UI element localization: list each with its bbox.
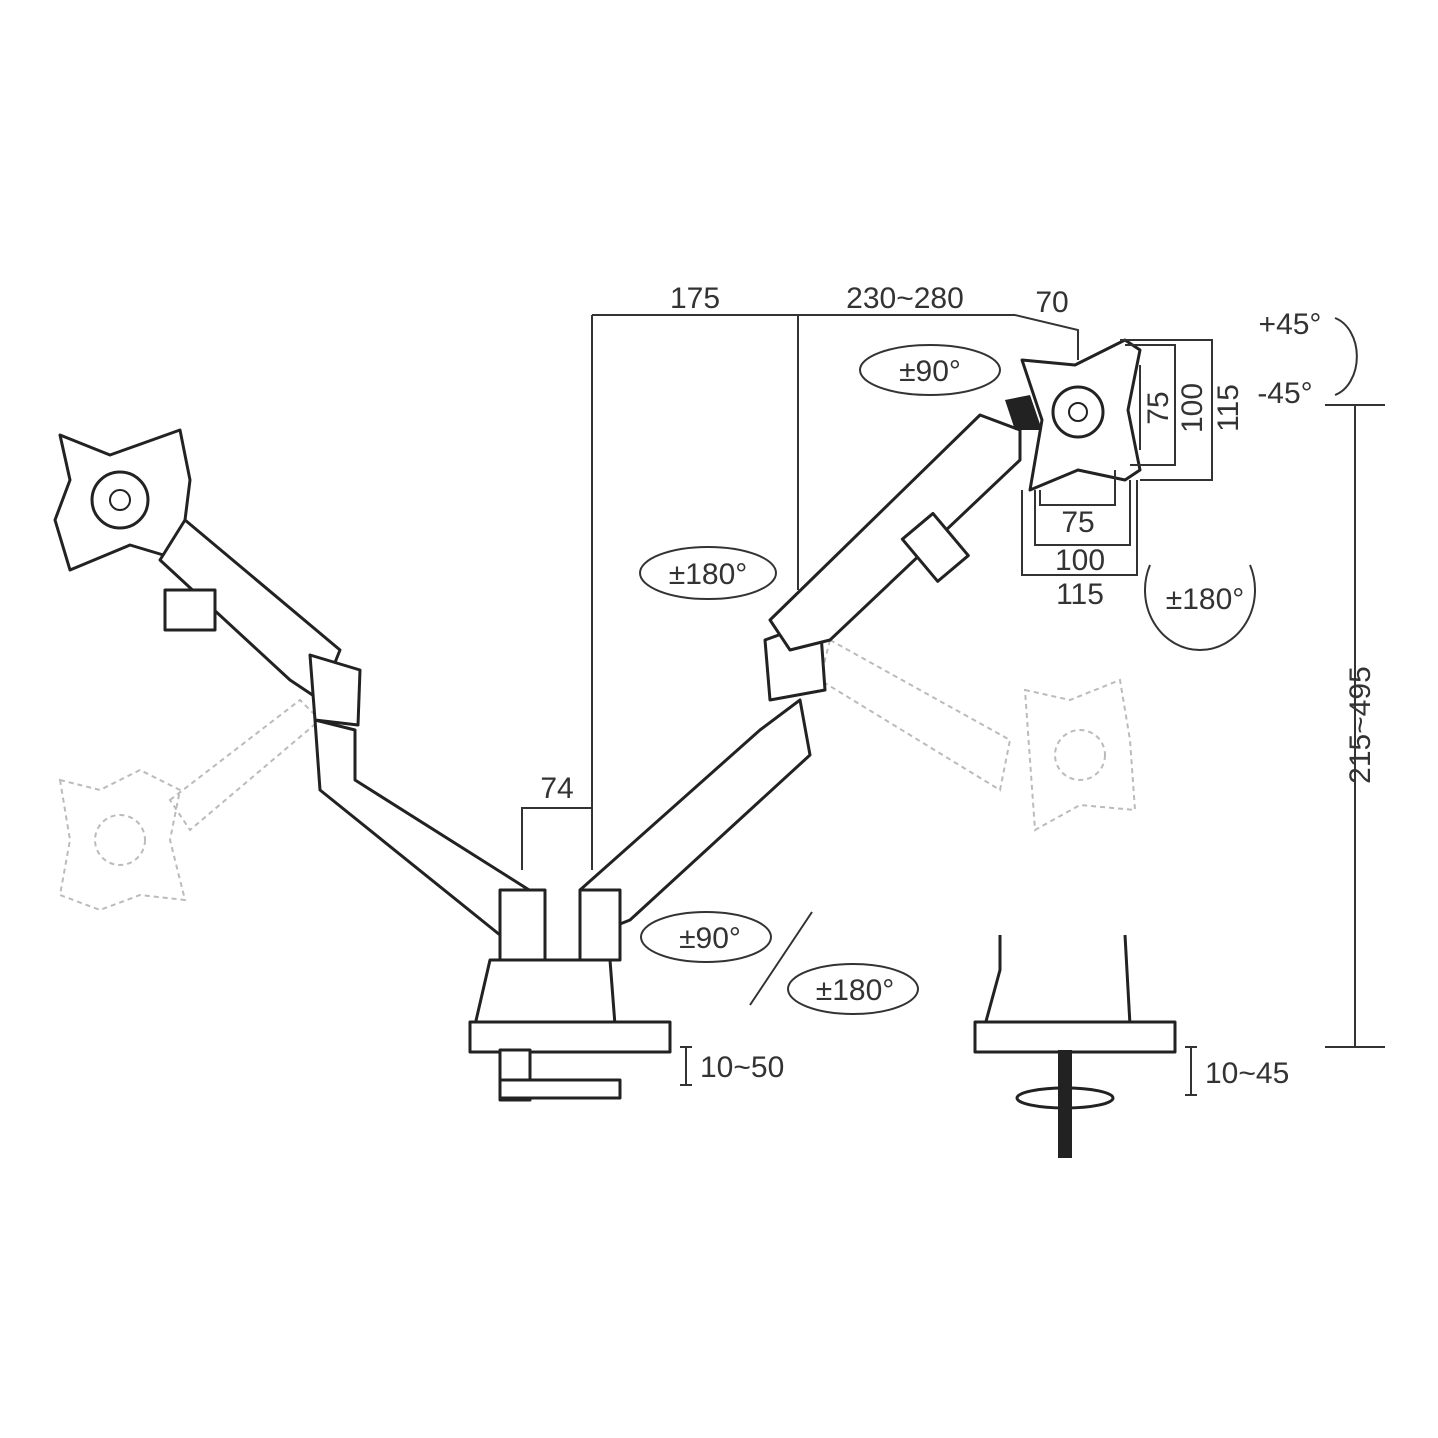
- dim-pole-offset: 74: [540, 772, 573, 805]
- rotation-swivel-head: ±90°: [899, 355, 961, 388]
- left-vesa-plate: [53, 428, 192, 572]
- dim-height-range: 215~495: [1344, 666, 1377, 784]
- vesa-horizontal-75: 75: [1061, 506, 1094, 539]
- vesa-horizontal-100: 100: [1055, 544, 1105, 577]
- left-tilt-hub: [90, 470, 150, 530]
- right-vesa-plate: [1005, 338, 1142, 492]
- vesa-vertical-75: 75: [1142, 391, 1175, 424]
- left-arm: [158, 518, 547, 952]
- right-arm: [578, 413, 1022, 942]
- rotation-tilt-up: +45°: [1259, 308, 1322, 341]
- vesa-horizontal-115: 115: [1056, 578, 1104, 611]
- rotation-arm-swivel: ±180°: [669, 558, 748, 591]
- grommet-base: [973, 934, 1177, 1158]
- vesa-vertical-100: 100: [1176, 383, 1209, 433]
- dim-clamp-range: 10~50: [700, 1051, 784, 1084]
- rotation-screen: ±180°: [1166, 583, 1245, 616]
- clamp-base: [468, 888, 672, 1102]
- rotation-base-180: ±180°: [816, 974, 895, 1007]
- dim-arm-reach-1: 175: [670, 282, 720, 315]
- vesa-vertical-115: 115: [1212, 384, 1245, 432]
- dim-head-offset: 70: [1035, 286, 1068, 319]
- rotation-tilt-down: -45°: [1257, 377, 1312, 410]
- rotation-base-90: ±90°: [679, 922, 741, 955]
- ghost-left-monitor: [58, 698, 322, 912]
- dim-grommet-range: 10~45: [1205, 1057, 1289, 1090]
- dim-arm-reach-2: 230~280: [846, 282, 964, 315]
- ghost-right-monitor: [818, 638, 1137, 832]
- dimension-lines: [521, 314, 1385, 1096]
